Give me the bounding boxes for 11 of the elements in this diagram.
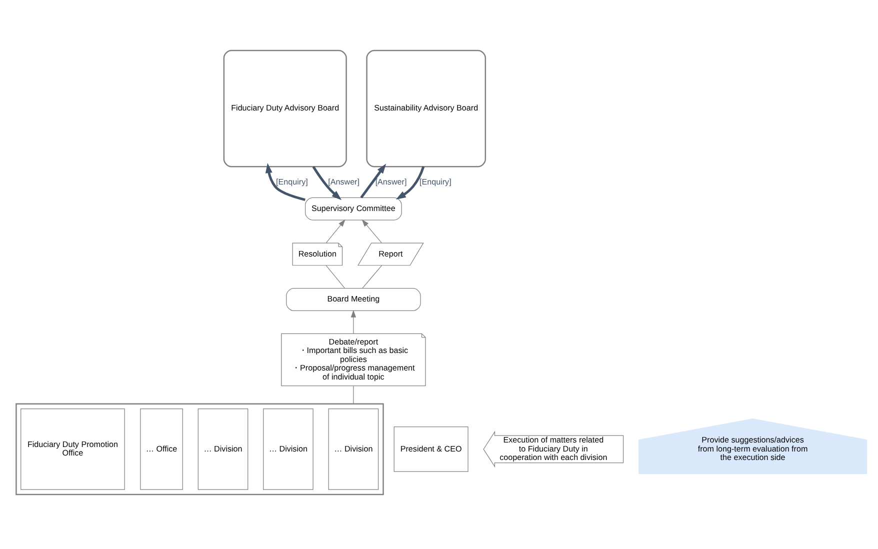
arrow [360, 163, 386, 198]
arrow [350, 309, 356, 334]
arrow [312, 166, 342, 200]
connector [326, 264, 346, 288]
arrow [362, 218, 382, 243]
arrow [396, 166, 425, 199]
cluster [16, 402, 384, 495]
connector [353, 385, 354, 404]
arrow [326, 218, 346, 243]
connector [362, 264, 382, 288]
arrow [265, 162, 306, 200]
